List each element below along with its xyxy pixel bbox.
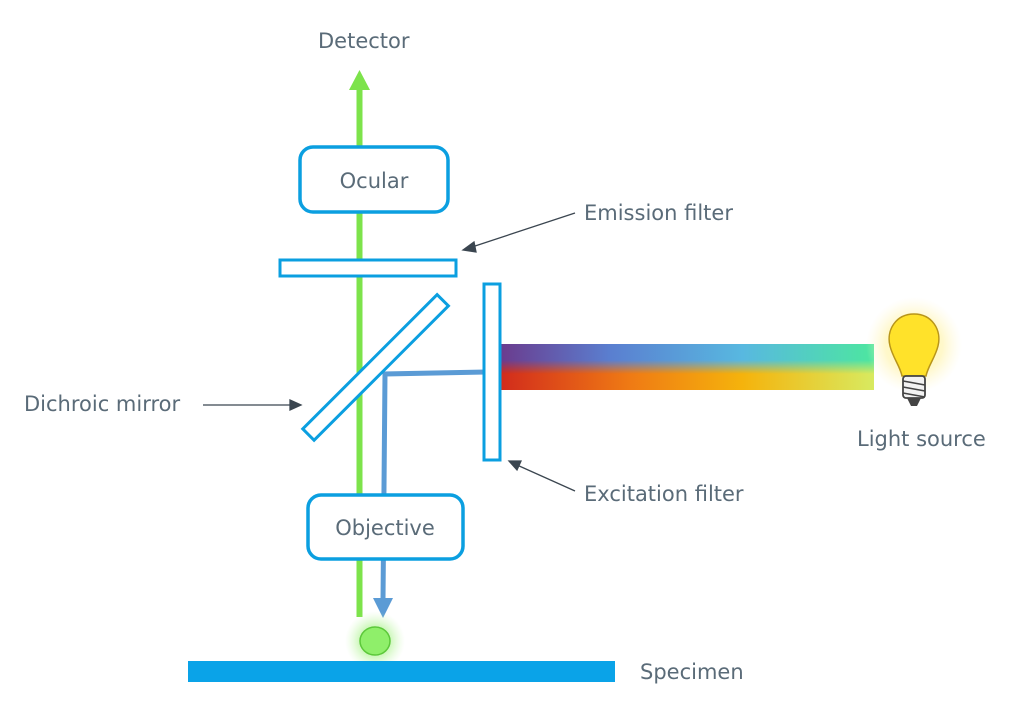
- arrow-down-icon: [373, 598, 393, 618]
- emission-filter: [278, 258, 458, 278]
- excitation-filter: [482, 282, 502, 462]
- ocular-box: [298, 145, 450, 214]
- objective-label: Objective: [335, 516, 435, 540]
- light-source-label: Light source: [857, 427, 986, 451]
- detector-label: Detector: [318, 29, 410, 53]
- light-bulb-icon: [866, 297, 962, 406]
- dichroic-mirror-label: Dichroic mirror: [24, 392, 181, 416]
- specimen-label: Specimen: [640, 660, 744, 684]
- emission-filter-pointer: [471, 212, 576, 248]
- emission-beam: [356, 82, 363, 617]
- specimen-slide: [188, 661, 615, 682]
- emission-filter-label: Emission filter: [584, 201, 733, 225]
- excitation-filter-label: Excitation filter: [584, 482, 744, 506]
- arrow-up-icon: [349, 70, 370, 90]
- pointer-lines: [203, 212, 576, 492]
- excitation-beam: [380, 369, 487, 601]
- fluorescent-sample: [359, 626, 391, 656]
- excitation-filter-pointer: [516, 464, 576, 492]
- ocular-label: Ocular: [340, 169, 409, 193]
- objective-box: [306, 493, 465, 561]
- dichroic-mirror: [300, 292, 451, 443]
- light-beam: [498, 344, 874, 390]
